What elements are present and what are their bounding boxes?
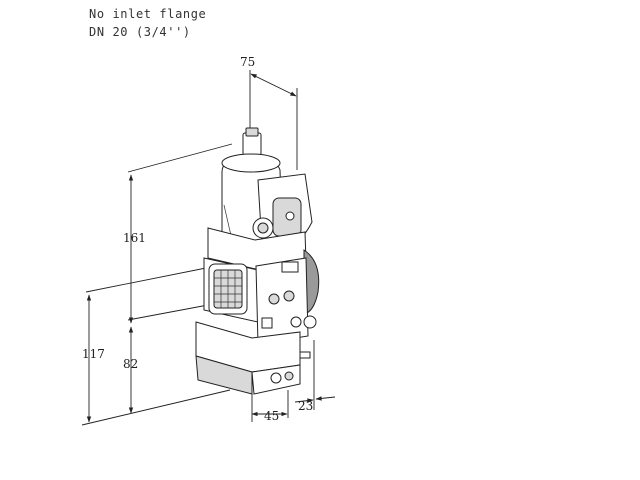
dim-label-75: 75 [240, 55, 255, 69]
dim-label-161: 161 [123, 231, 146, 245]
dim-label-23: 23 [298, 399, 313, 413]
dim-label-45: 45 [264, 409, 279, 423]
note-no-inlet-flange: No inlet flange [89, 7, 207, 21]
valve-illustration [195, 127, 320, 395]
note-dn-size: DN 20 (3/4'') [89, 25, 191, 39]
dim-label-117: 117 [82, 347, 105, 361]
dim-label-82: 82 [123, 357, 138, 371]
